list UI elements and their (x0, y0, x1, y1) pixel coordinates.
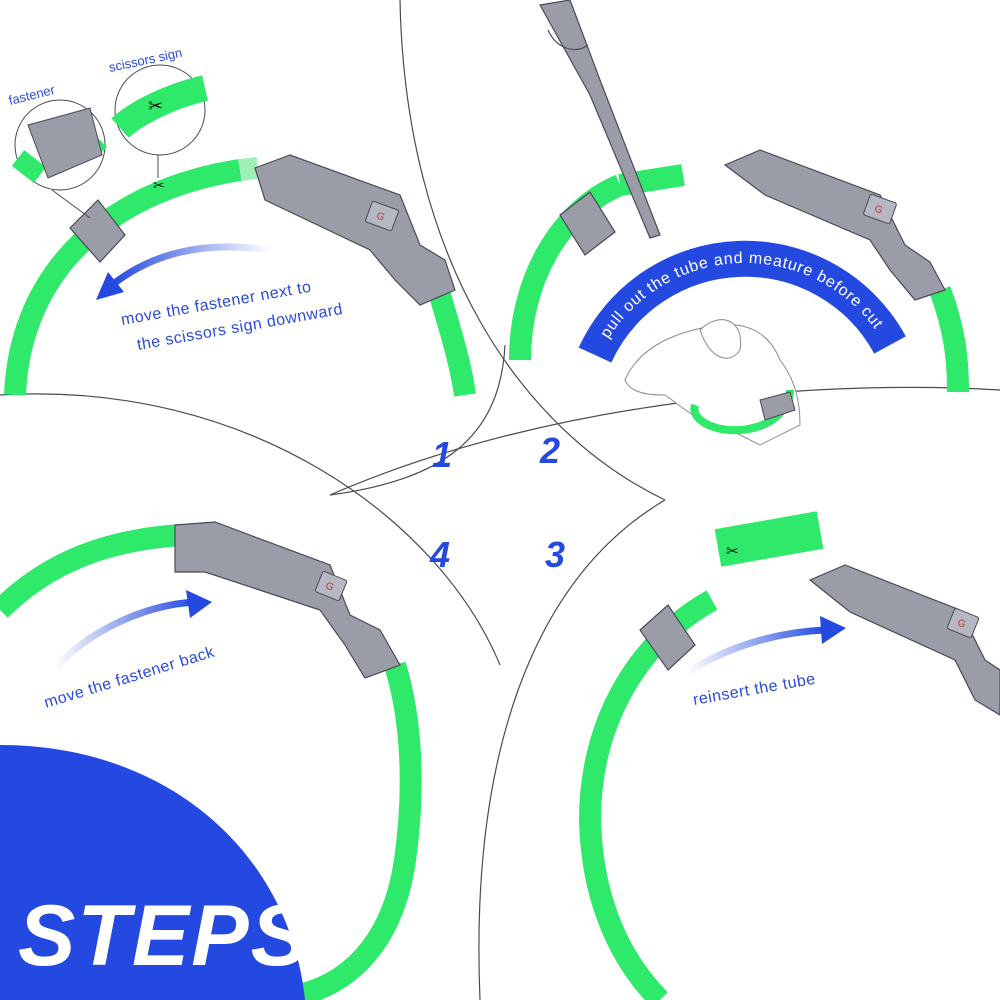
divider-arc-3 (478, 499, 666, 1000)
steps-badge: STEPS (0, 745, 310, 1000)
divider-arc-4 (0, 393, 501, 666)
divider-arc-3a (329, 386, 1000, 496)
collar-tube-right (929, 286, 969, 393)
step-2-panel: G pull out the tube and meature before c… (509, 0, 969, 471)
divider-arc-2 (399, 0, 666, 501)
callout-leader (51, 189, 91, 219)
step-3-panel: ✂ G reinsert the tube 3 (545, 511, 1000, 1000)
collar-tube-right (429, 291, 476, 397)
power-icon: G (375, 211, 386, 224)
collar-tube (578, 590, 718, 1000)
collar-tube (4, 159, 242, 396)
arrowhead-icon (820, 616, 846, 644)
step-3-caption: reinsert the tube (692, 671, 817, 709)
scissors-icon: ✂ (153, 178, 165, 194)
arrow-icon (686, 626, 826, 675)
power-icon: G (324, 580, 336, 593)
divider-arc-1 (329, 344, 506, 496)
dog-illustration (624, 319, 801, 446)
led-housing (254, 154, 456, 306)
step-3-number: 3 (545, 534, 565, 575)
steps-title: STEPS (18, 888, 310, 984)
power-button (946, 608, 980, 638)
arrowhead-icon (96, 272, 124, 300)
arrow-icon (109, 243, 271, 288)
step-1-number: 1 (432, 434, 452, 475)
scissors-icon: ✂ (726, 542, 739, 560)
power-button (314, 571, 348, 601)
power-button (365, 200, 399, 232)
led-housing (174, 521, 401, 679)
steps-badge-shape (0, 745, 305, 1000)
led-housing (723, 149, 946, 301)
power-button (863, 193, 897, 225)
step-1-panel: G ✂ fastener ✂ scissors sign move the fa… (4, 45, 476, 475)
arrow-icon (52, 598, 196, 671)
callout-fastener (27, 107, 103, 179)
step-4-number: 4 (429, 534, 450, 575)
power-icon: G (873, 204, 884, 217)
led-housing (808, 564, 1000, 716)
fastener-shape (69, 199, 126, 263)
callout-scissors-icon: ✂ (148, 96, 163, 117)
scissors-tool (539, 0, 661, 239)
power-icon: G (956, 617, 968, 630)
collar-tube (509, 174, 625, 361)
step-2-number: 2 (539, 430, 560, 471)
callout-tube-2 (111, 75, 209, 138)
fastener-shape (559, 191, 616, 256)
caption-banner (578, 240, 906, 363)
tool-grip (547, 29, 589, 51)
cut-tube-piece (714, 511, 824, 567)
collar-tube (0, 524, 181, 618)
arrowhead-icon (186, 590, 212, 618)
collar-tube-right (297, 661, 422, 1000)
fastener-shape (639, 604, 696, 671)
